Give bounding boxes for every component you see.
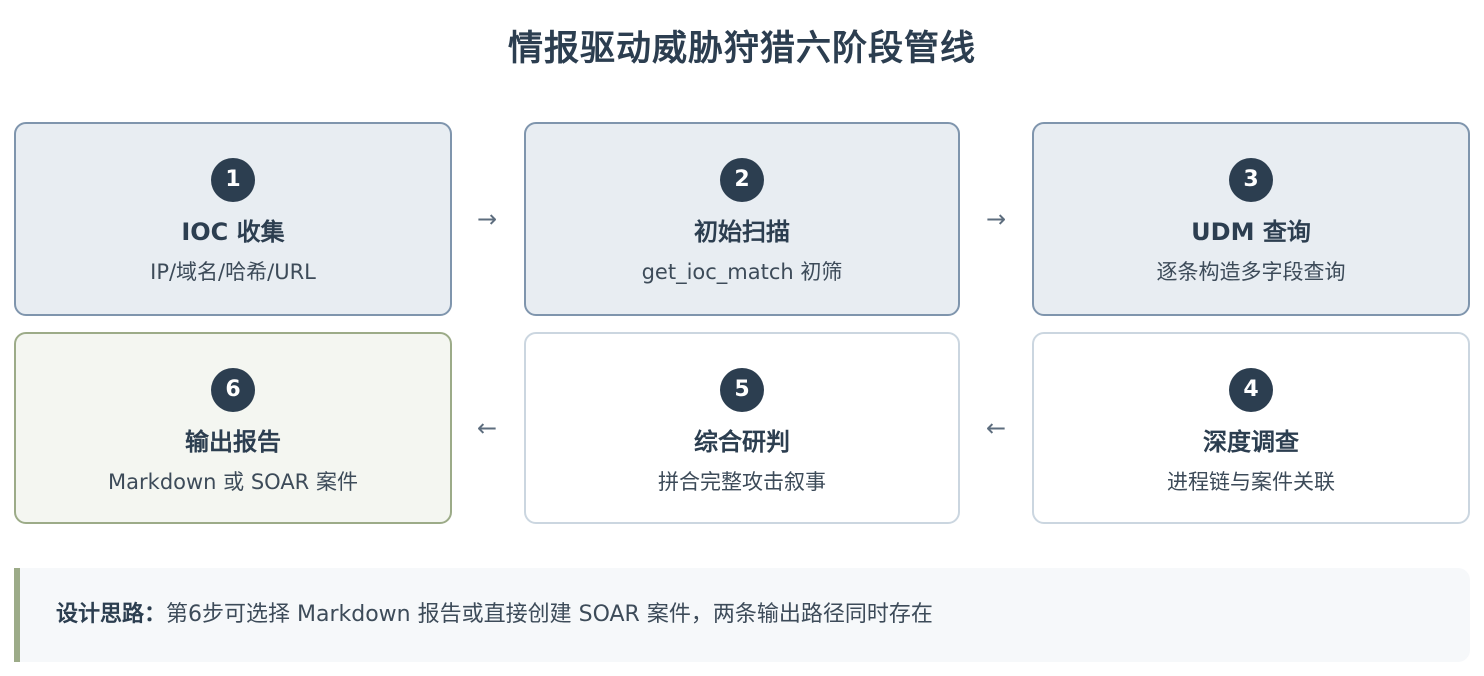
step-title: 初始扫描 [694, 218, 790, 246]
design-note-text: 第6步可选择 Markdown 报告或直接创建 SOAR 案件，两条输出路径同时… [166, 602, 933, 627]
step-description: IP/域名/哈希/URL [150, 260, 316, 284]
step-number-badge: 4 [1229, 368, 1273, 412]
design-note: 设计思路：第6步可选择 Markdown 报告或直接创建 SOAR 案件，两条输… [14, 568, 1470, 662]
left-arrow-icon: ← [985, 414, 1007, 442]
step-card-3: 3 UDM 查询 逐条构造多字段查询 [1032, 122, 1470, 316]
step-description: 进程链与案件关联 [1167, 470, 1335, 494]
step-number-badge: 6 [211, 368, 255, 412]
step-title: 输出报告 [185, 428, 281, 456]
step-description: 逐条构造多字段查询 [1156, 260, 1346, 284]
left-arrow-icon: ← [476, 414, 498, 442]
step-card-5: 5 综合研判 拼合完整攻击叙事 [524, 332, 960, 524]
step-number-badge: 2 [720, 158, 764, 202]
right-arrow-icon: → [476, 205, 498, 233]
step-number-badge: 1 [211, 158, 255, 202]
step-description: get_ioc_match 初筛 [641, 260, 843, 284]
step-card-2: 2 初始扫描 get_ioc_match 初筛 [524, 122, 960, 316]
step-card-1: 1 IOC 收集 IP/域名/哈希/URL [14, 122, 452, 316]
design-note-label: 设计思路： [56, 602, 167, 627]
step-card-6: 6 输出报告 Markdown 或 SOAR 案件 [14, 332, 452, 524]
step-number-badge: 5 [720, 368, 764, 412]
step-description: Markdown 或 SOAR 案件 [108, 470, 358, 494]
step-description: 拼合完整攻击叙事 [658, 470, 826, 494]
step-title: IOC 收集 [181, 218, 285, 246]
diagram-title: 情报驱动威胁狩猎六阶段管线 [507, 29, 976, 69]
step-title: UDM 查询 [1191, 218, 1311, 246]
step-card-4: 4 深度调查 进程链与案件关联 [1032, 332, 1470, 524]
step-number-badge: 3 [1229, 158, 1273, 202]
step-title: 综合研判 [694, 428, 790, 456]
step-title: 深度调查 [1203, 428, 1299, 456]
right-arrow-icon: → [985, 205, 1007, 233]
